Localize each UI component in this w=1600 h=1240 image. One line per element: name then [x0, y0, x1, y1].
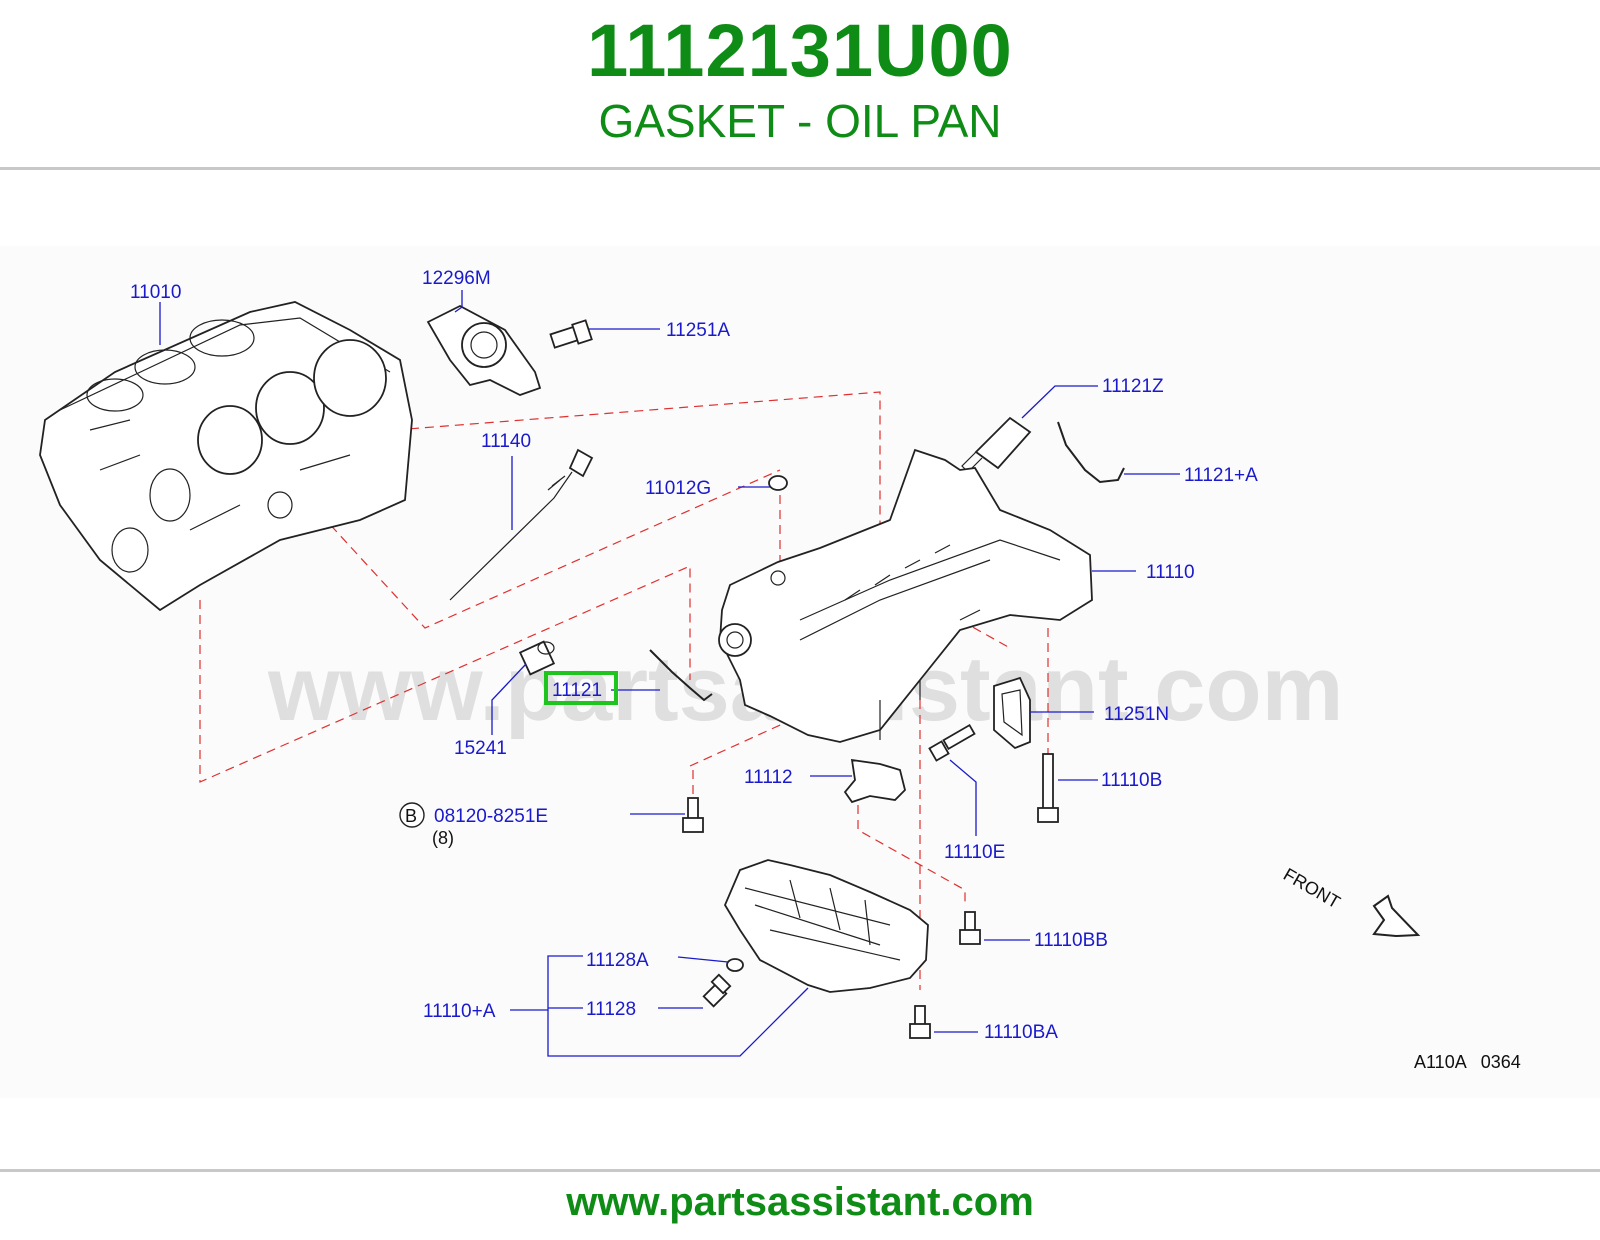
filter-connector-part [518, 640, 556, 676]
dipstick-part [449, 448, 594, 601]
plug-part [768, 475, 788, 491]
gasket-piece-right-part [1057, 421, 1125, 484]
bolt-08120-part [682, 797, 704, 833]
bolt-11110b-part [1037, 753, 1059, 823]
bolt-11251a-part [549, 319, 593, 349]
bolt-11110bb-part [959, 911, 981, 945]
callout-11110-plus-a: 11110+A [423, 1001, 496, 1022]
callout-11251n: 11251N [1104, 704, 1169, 725]
callout-11110ba: 11110BA [984, 1022, 1058, 1043]
figure-code: A110A 0364 [1414, 1052, 1521, 1072]
callout-11012g: 11012G [645, 478, 711, 499]
callout-11110: 11110 [1146, 562, 1195, 583]
callout-12296m: 12296M [422, 268, 491, 289]
bolt-marker-letter: B [405, 806, 417, 826]
bolt-quantity: (8) [432, 828, 454, 848]
bracket-part [843, 758, 906, 804]
lower-oil-pan-part [723, 859, 929, 993]
callout-leader-lines [159, 290, 1180, 1057]
callout-08120-8251e: 08120-8251E [434, 806, 548, 827]
callout-11110e: 11110E [944, 842, 1005, 863]
highlight-box [544, 671, 618, 705]
callout-11251a: 11251A [666, 320, 730, 341]
front-arrow-icon [1372, 894, 1421, 938]
callout-15241: 15241 [454, 738, 507, 759]
callout-11110b: 11110B [1101, 770, 1162, 791]
callout-11128: 11128 [586, 999, 636, 1020]
callout-11121a: 11121+A [1184, 465, 1258, 486]
callout-11112: 11112 [744, 767, 793, 788]
cylinder-block-part [39, 301, 413, 612]
callout-11010: 11010 [130, 282, 181, 303]
footer-website-link[interactable]: www.partsassistant.com [566, 1180, 1034, 1224]
cover-plate-part [993, 676, 1031, 750]
assembly-guide-lines [199, 391, 1049, 990]
washer-part [726, 958, 744, 972]
seal-retainer-part [426, 304, 542, 396]
header-divider [0, 167, 1600, 170]
page-header: 1112131U00 GASKET - OIL PAN [0, 0, 1600, 168]
upper-oil-pan-part [718, 448, 1093, 743]
bolt-11110e-part [928, 723, 976, 762]
bolt-11110ba-part [909, 1005, 931, 1039]
part-description: GASKET - OIL PAN [598, 95, 1002, 147]
drain-plug-part [702, 973, 732, 1008]
callout-11140: 11140 [481, 431, 531, 452]
oil-pan-gasket-part [649, 649, 713, 702]
callout-11110bb: 11110BB [1034, 930, 1108, 951]
callout-11121-highlighted: 11121 [552, 680, 602, 701]
sealant-tube-part [961, 416, 1032, 473]
callout-11121z: 11121Z [1102, 376, 1164, 397]
part-number-title: 1112131U00 [587, 9, 1013, 92]
footer-divider [0, 1169, 1600, 1172]
bolt-marker-b: B [399, 802, 425, 828]
front-direction-label: FRONT [1280, 864, 1344, 912]
callout-11128a: 11128A [586, 950, 649, 971]
